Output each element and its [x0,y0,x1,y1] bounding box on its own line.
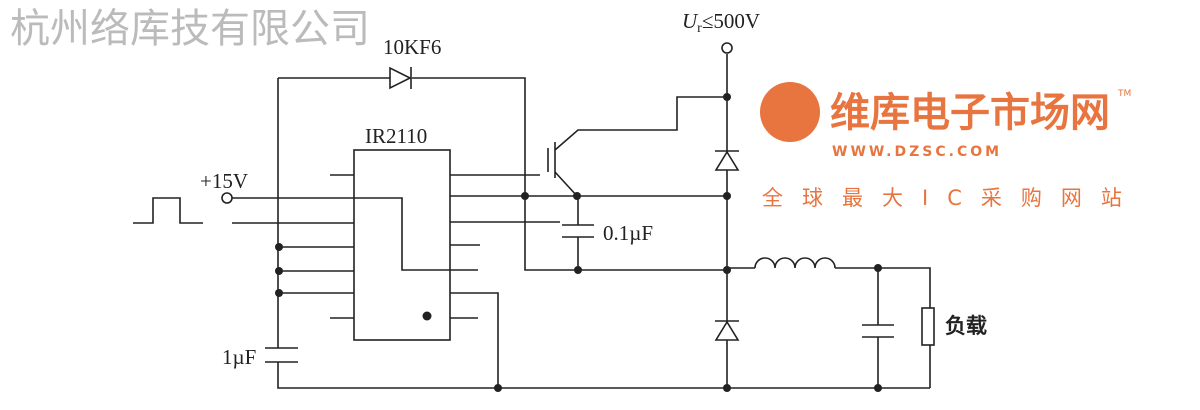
watermark-logo: 维库电子市场网 TM WWW.DZSC.COM 全球最大IC采购网站 [760,82,1141,210]
load-label: 负载 [945,314,987,338]
ir2110-chip [353,149,451,341]
watermark-logo-circle [760,82,820,142]
diode-label: 10KF6 [383,35,441,59]
watermark-url: WWW.DZSC.COM [832,144,1002,160]
pin1-marker [422,311,432,321]
pulse-input-symbol [133,197,203,224]
watermark-tm: TM [1117,89,1131,99]
supply-terminal [221,192,233,204]
junction-dots [275,93,882,392]
load-resistor [921,307,935,346]
hv-terminal [721,42,733,54]
watermark-company: 杭州络库技有限公司 [10,6,370,52]
diode-upper [714,150,740,171]
supply-label: +15V [200,169,248,193]
watermark-brand: 维库电子市场网 [830,90,1110,136]
diode-lower [714,320,740,341]
capacitor-1uf [265,347,298,363]
wires [232,54,931,389]
inductor [754,257,836,269]
voltage-label: Ur≤500V [682,9,760,36]
supply-cap-label: 1µF [222,345,256,369]
bootstrap-cap-label: 0.1µF [603,221,653,245]
diode-10kf6 [389,66,412,90]
chip-label: IR2110 [365,124,427,148]
watermark-slogan: 全球最大IC采购网站 [762,186,1141,210]
